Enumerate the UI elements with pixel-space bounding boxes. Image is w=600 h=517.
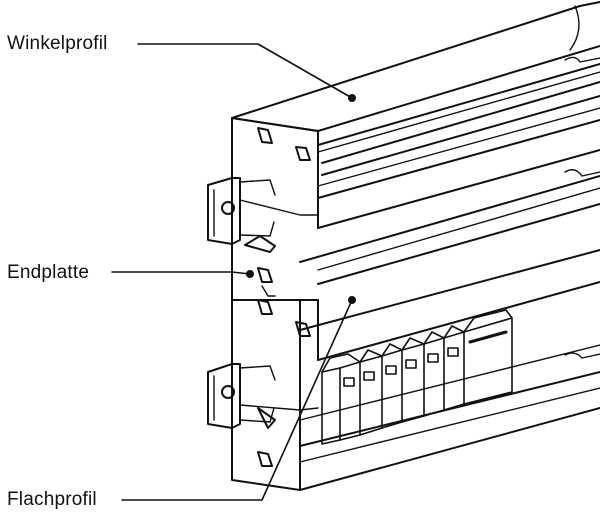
label-winkelprofil: Winkelprofil: [7, 33, 108, 54]
label-endplatte: Endplatte: [7, 262, 90, 283]
leader-endplatte: [111, 271, 251, 275]
circuit-breakers: [321, 309, 513, 445]
flachprofil-shape: [231, 249, 600, 491]
label-flachprofil: Flachprofil: [7, 489, 97, 510]
middle-rail-shape: [299, 169, 600, 285]
endplatte-lower-shape: [207, 299, 319, 467]
winkelprofil-shape: [231, 1, 600, 229]
leader-lines: [111, 43, 356, 501]
leader-winkelprofil: [137, 43, 353, 99]
leader-flachprofil: [121, 299, 353, 501]
